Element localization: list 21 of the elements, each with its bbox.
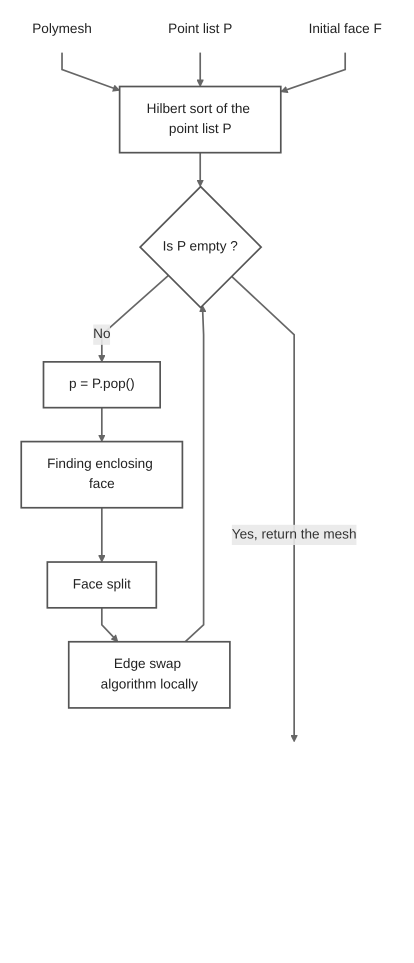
node-box: Hilbert sort of the point list P bbox=[118, 86, 282, 154]
node-text: Polymesh bbox=[32, 22, 92, 36]
arrow bbox=[230, 276, 298, 742]
node-diamond: Is P empty ? bbox=[138, 185, 262, 309]
arrow bbox=[61, 52, 120, 92]
node-box: Face split bbox=[46, 561, 158, 609]
edge-label: Yes, return the mesh bbox=[232, 527, 357, 542]
arrow bbox=[184, 304, 206, 642]
arrow bbox=[196, 52, 204, 87]
arrow bbox=[280, 52, 346, 94]
edge-label: No bbox=[93, 327, 110, 342]
node-text: Initial face F bbox=[308, 22, 382, 36]
arrow bbox=[98, 274, 169, 362]
arrow bbox=[98, 408, 106, 442]
arrow bbox=[98, 508, 106, 562]
node-text: Point list P bbox=[168, 22, 232, 36]
node-box: p = P.pop() bbox=[42, 361, 161, 409]
node-box: Edge swap algorithm locally bbox=[68, 640, 231, 709]
arrow bbox=[196, 152, 204, 187]
node-box: Finding enclosing face bbox=[20, 440, 184, 509]
arrow bbox=[100, 608, 118, 642]
